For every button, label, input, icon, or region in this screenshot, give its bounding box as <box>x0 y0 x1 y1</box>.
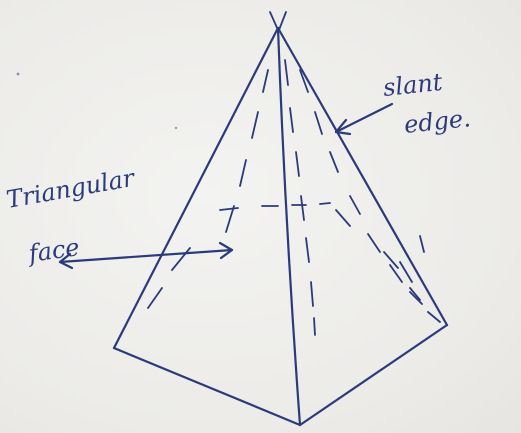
slant-label-line2: edge. <box>403 104 472 139</box>
left-slant-edge <box>114 28 278 348</box>
face-double-arrow <box>60 250 232 262</box>
base-left-edge <box>114 348 300 425</box>
hidden-edge-mid <box>285 60 315 335</box>
hidden-edge-lower-left <box>148 248 190 308</box>
hidden-base-line <box>220 203 330 210</box>
face-label-line1: Triangular <box>4 164 138 214</box>
paper-speck <box>17 73 20 76</box>
front-slant-edge <box>278 28 300 425</box>
hidden-edge-lower-right <box>368 234 440 322</box>
right-face-shading <box>336 210 424 300</box>
slant-label-line1: slant <box>382 68 444 102</box>
hidden-edge-left <box>226 70 268 232</box>
face-label-line2: face <box>25 233 81 268</box>
hidden-edge-right <box>300 70 360 214</box>
slant-edge-arrow <box>336 104 392 132</box>
base-right-edge <box>300 325 447 425</box>
paper-speck <box>175 127 177 129</box>
